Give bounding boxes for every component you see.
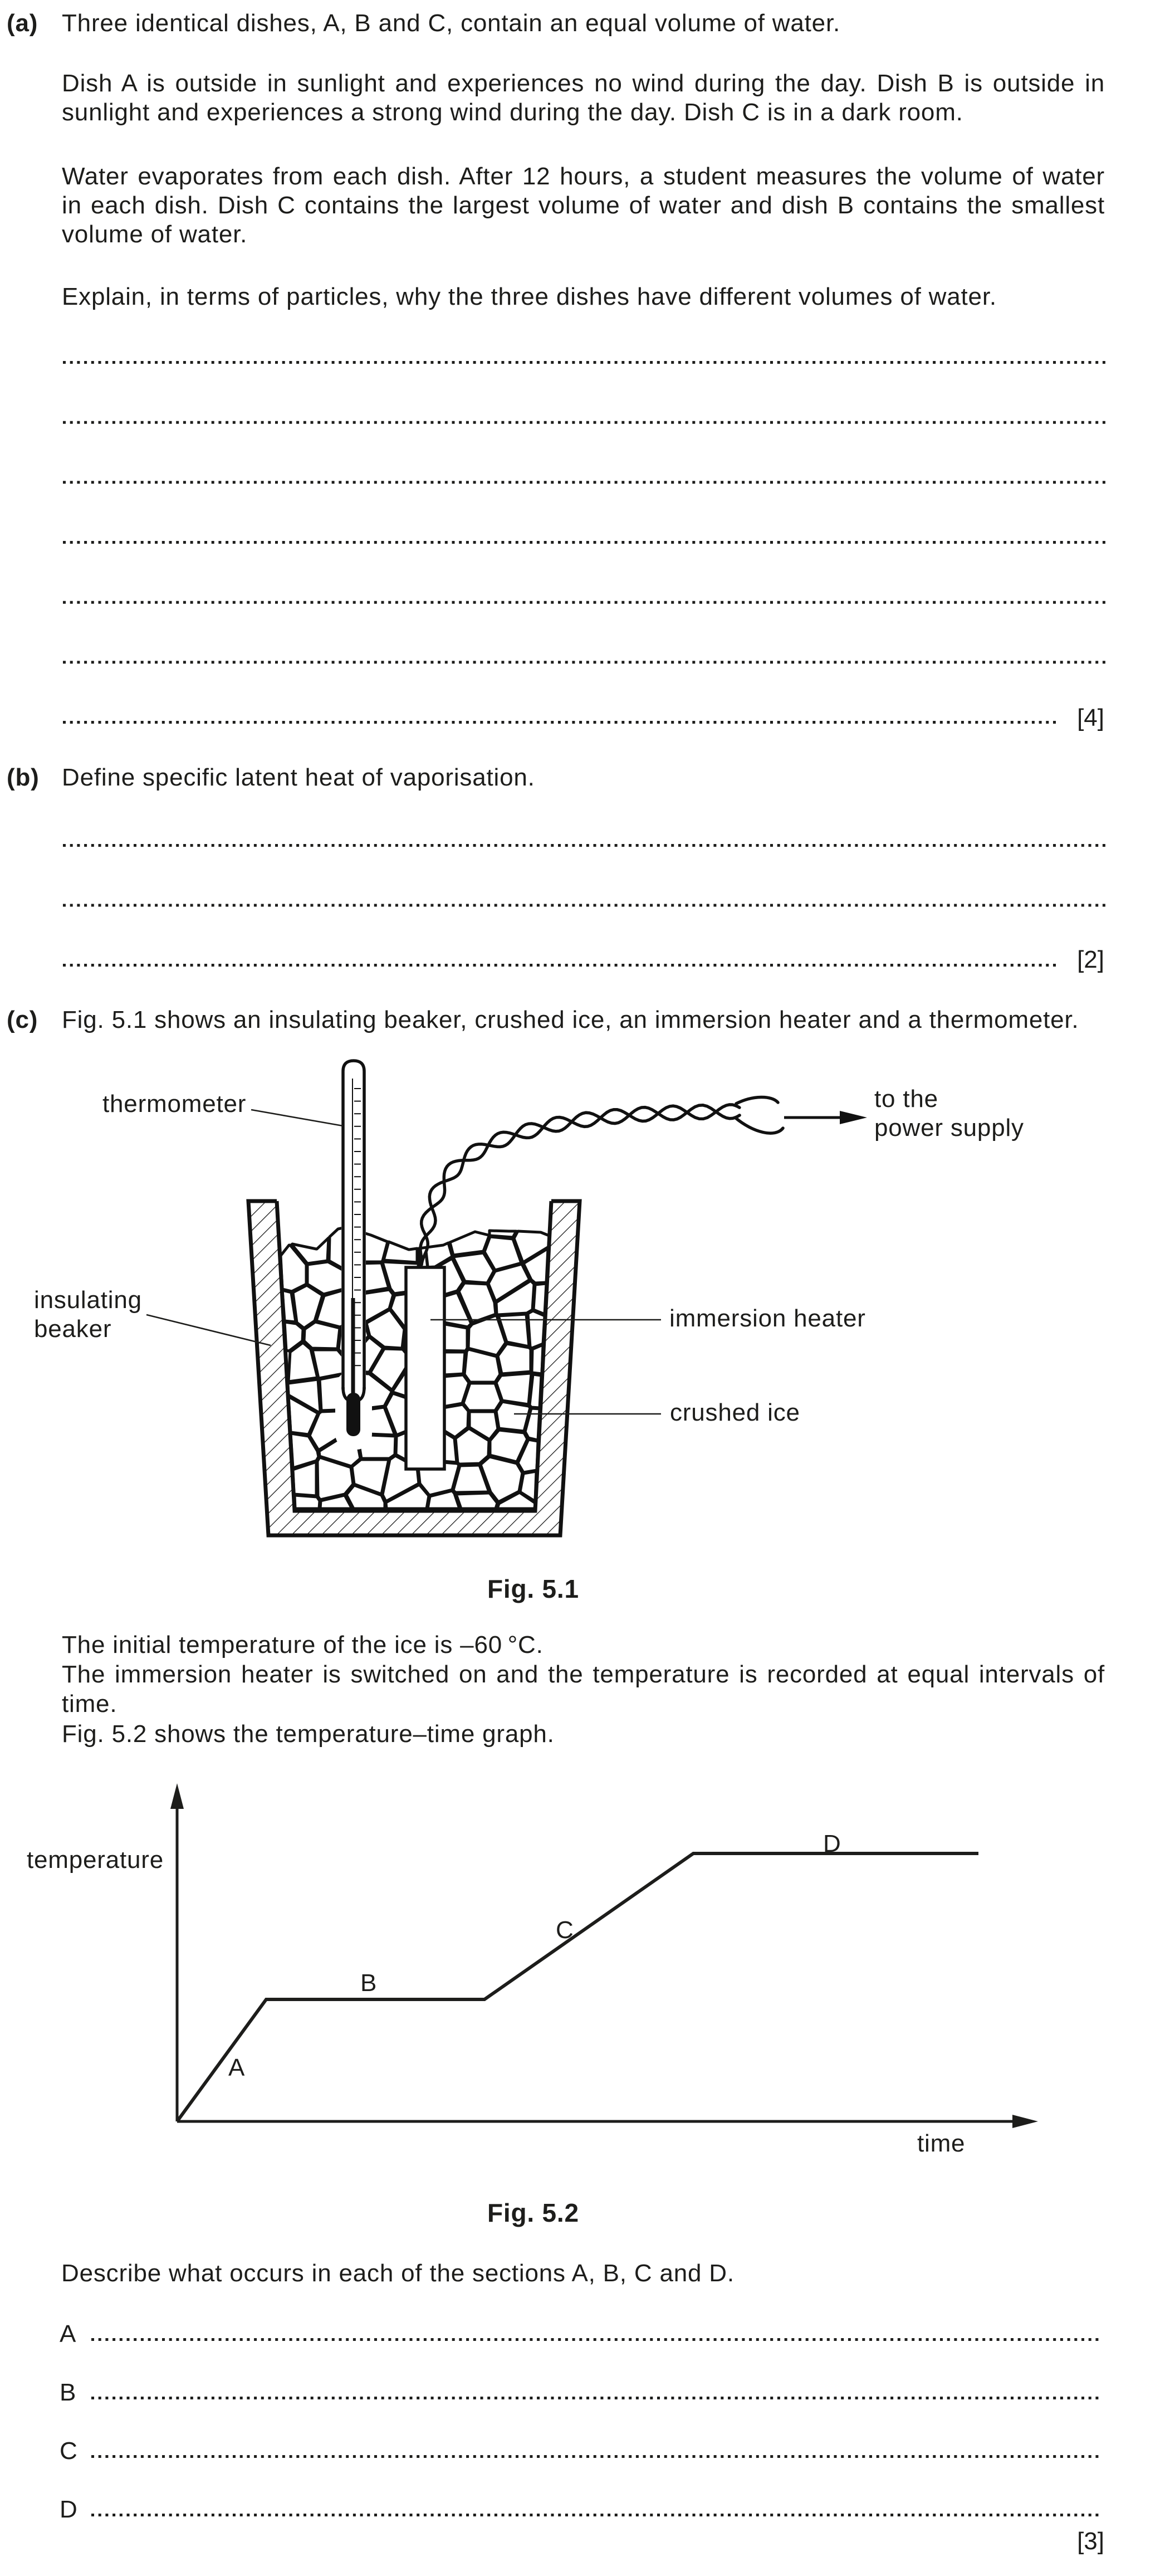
svg-text:beaker: beaker [34,1315,111,1343]
svg-text:crushed ice: crushed ice [670,1399,800,1426]
svg-text:thermometer: thermometer [102,1090,246,1118]
svg-text:A: A [228,2054,245,2081]
svg-text:B: B [60,2379,76,2406]
svg-text:insulating: insulating [34,1286,142,1314]
svg-text:time: time [917,2130,965,2157]
svg-text:B: B [360,1969,377,1997]
svg-text:C: C [60,2437,78,2465]
svg-text:A: A [60,2320,76,2348]
svg-text:immersion heater: immersion heater [669,1305,866,1332]
svg-text:C: C [556,1916,574,1944]
svg-text:temperature: temperature [27,1846,164,1874]
svg-text:D: D [823,1830,841,1857]
svg-text:D: D [60,2496,78,2523]
svg-text:power supply: power supply [874,1114,1024,1141]
svg-text:to the: to the [874,1085,938,1113]
